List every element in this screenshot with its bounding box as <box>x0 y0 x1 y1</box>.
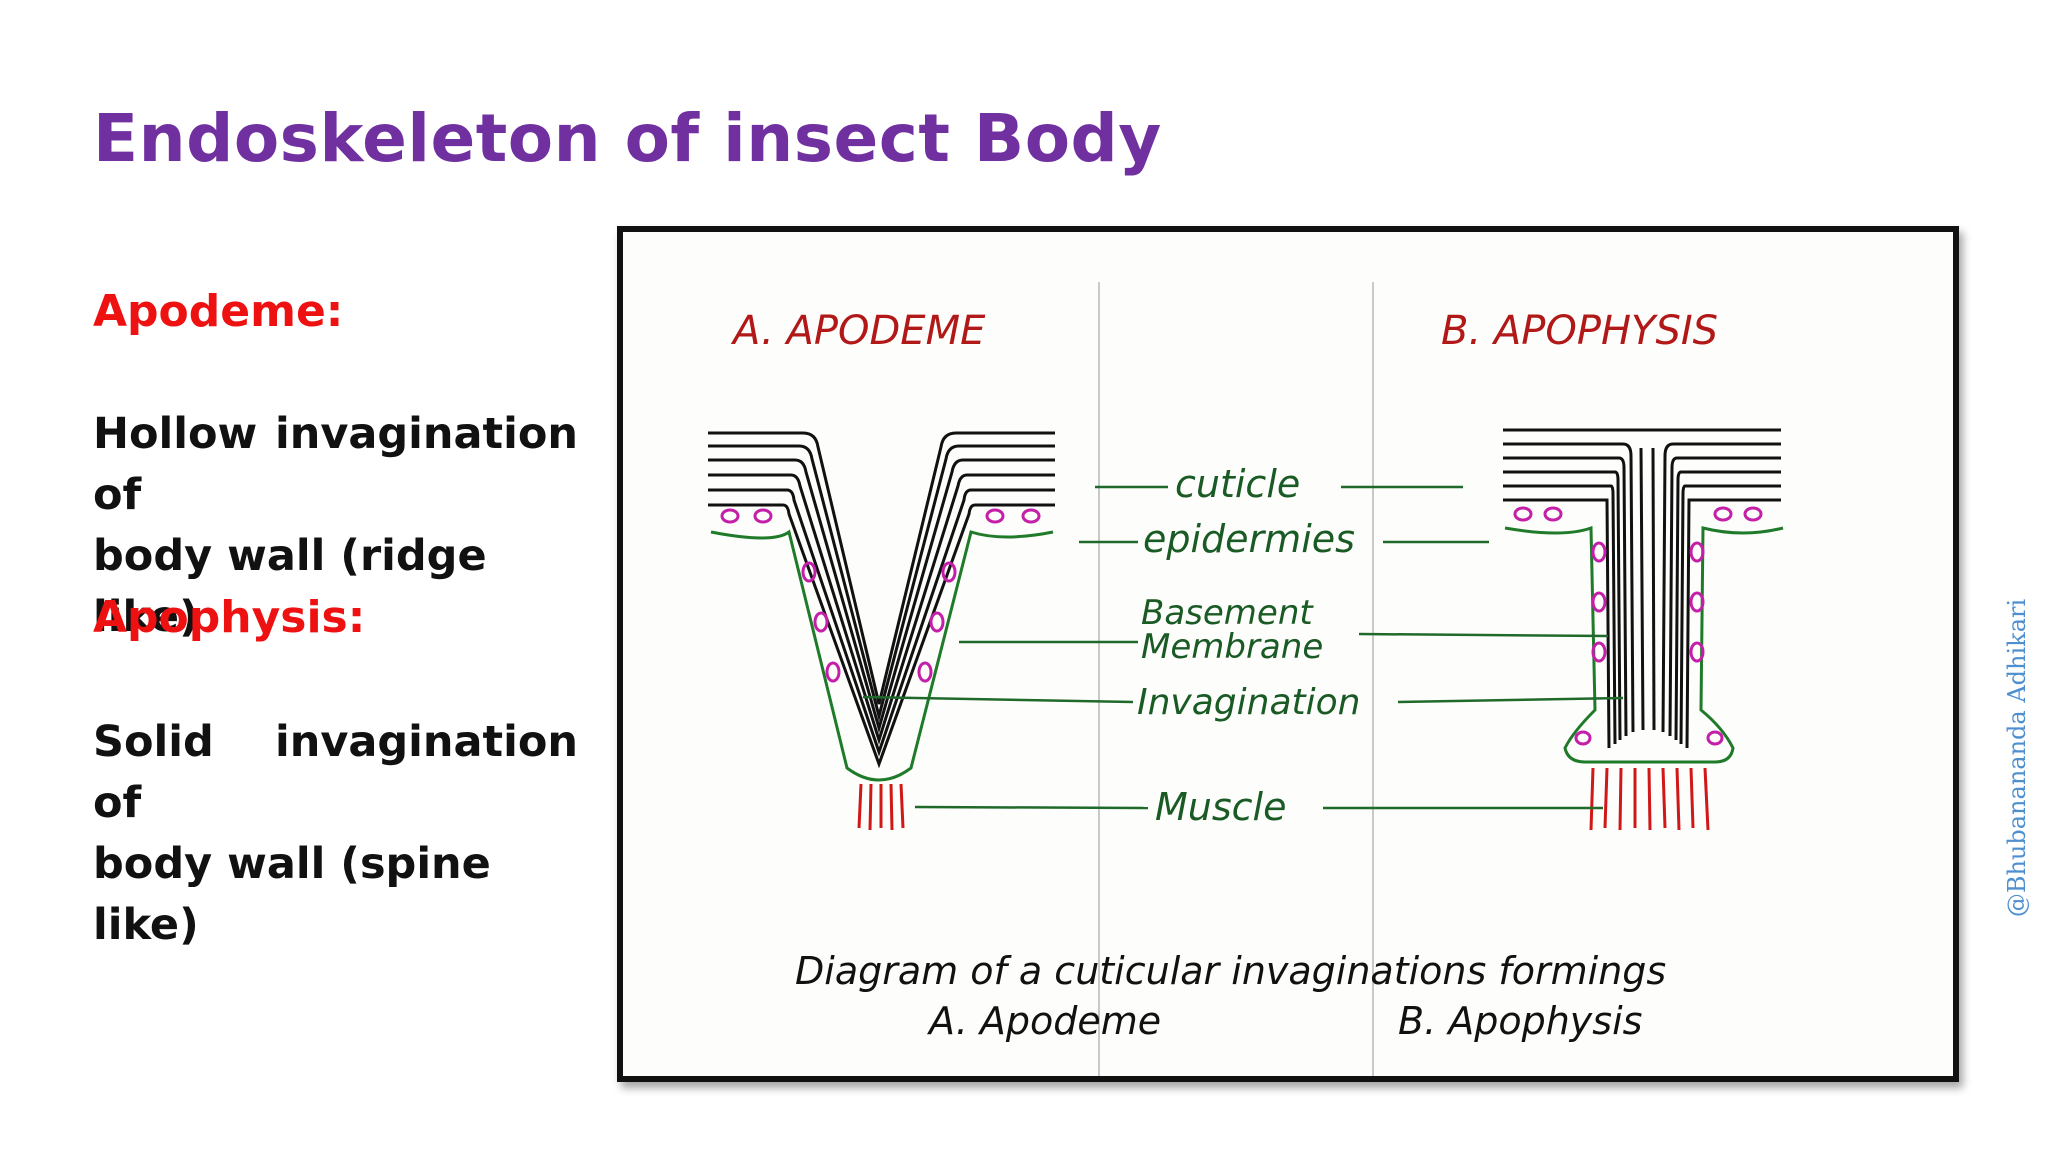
author-watermark: @Bhubanananda Adhikari <box>2003 598 2031 918</box>
apophysis-cuticle-layer-3 <box>1661 442 1781 733</box>
leader-invagination-left <box>862 695 1134 704</box>
apophysis-cell-nucleus <box>1543 506 1563 522</box>
apodeme-cuticle-layer-3 <box>708 458 1055 734</box>
leader-invagination-right <box>1397 696 1624 704</box>
apophysis-muscle-fiber <box>1675 767 1681 831</box>
apodeme-cell-nucleus <box>825 661 841 683</box>
label-basement: Basement <box>1141 593 1314 633</box>
apodeme-desc-line-1: Hollow invagination of <box>93 409 578 520</box>
apodeme-cell-nucleus <box>941 561 957 583</box>
apophysis-cell-nucleus <box>1513 506 1533 522</box>
apophysis-desc-line-2: body wall (spine like) <box>93 839 491 950</box>
apophysis-description: Solid invagination of body wall (spine l… <box>93 712 578 956</box>
apophysis-desc-line-1: Solid invagination of <box>93 717 578 828</box>
apophysis-term-text: Apophysis: <box>93 592 366 643</box>
apophysis-cell-nucleus <box>1689 641 1705 663</box>
apophysis-term: Apophysis: <box>93 592 578 643</box>
apodeme-basement-membrane <box>710 529 1054 782</box>
apophysis-muscle-fiber <box>1689 767 1695 829</box>
label-muscle: Muscle <box>1155 785 1287 829</box>
heading-apodeme: A. APODEME <box>730 308 986 354</box>
apodeme-cuticle-layer-1 <box>708 431 1055 705</box>
leader-basement-right <box>1358 632 1609 638</box>
apodeme-muscle-fiber <box>868 783 873 831</box>
apophysis-cell-nucleus <box>1591 591 1607 613</box>
diagram-svg: A. APODEME B. APOPHYSIS <box>708 282 1784 1076</box>
apophysis-cuticle-layer-10 <box>1503 498 1611 749</box>
apodeme-muscle-fiber <box>857 783 863 829</box>
apodeme-cell-nucleus <box>929 611 945 633</box>
apophysis-muscle-fiber <box>1703 767 1710 831</box>
apodeme-muscle-fiber <box>899 783 905 829</box>
apophysis-cuticle-layer-7 <box>1674 470 1781 741</box>
apophysis-cell-nucleus <box>1591 641 1607 663</box>
apophysis-cell-nucleus <box>1713 506 1733 522</box>
apophysis-cuticle-layer-11 <box>1685 498 1781 749</box>
apodeme-muscle-fiber <box>889 783 894 831</box>
apophysis-cell-nucleus <box>1743 506 1763 522</box>
apophysis-cuticle-layer-8 <box>1503 484 1617 745</box>
caption-apophysis: B. Apophysis <box>1398 999 1642 1043</box>
apophysis-cell-nucleus <box>1689 591 1705 613</box>
apodeme-cell-nucleus <box>813 611 829 633</box>
apophysis-cell-nucleus <box>1706 730 1724 746</box>
slide-title: Endoskeleton of insect Body <box>93 100 1162 177</box>
apodeme-cell-nucleus <box>985 508 1005 524</box>
apophysis-core-line <box>1651 447 1656 731</box>
diagram-figure: A. APODEME B. APOPHYSIS <box>617 226 1959 1082</box>
apodeme-epidermis-cells <box>720 508 1041 683</box>
apophysis-basement-membrane <box>1504 525 1784 764</box>
leader-lines <box>862 485 1624 810</box>
apophysis-muscle <box>1589 767 1710 831</box>
apophysis-drawing <box>1503 428 1781 749</box>
caption-apodeme: A. Apodeme <box>926 999 1161 1043</box>
caption-line-1: Diagram of a cuticular invaginations for… <box>795 949 1666 993</box>
apodeme-term: Apodeme: <box>93 286 578 337</box>
apophysis-cuticle-layer-4 <box>1503 456 1628 737</box>
apophysis-cell-nucleus <box>1591 541 1607 563</box>
apodeme-cuticle-layer-2 <box>708 444 1055 722</box>
apophysis-cuticle-layer-2 <box>1503 442 1635 733</box>
apodeme-cuticle-layer-6 <box>708 503 1055 769</box>
apodeme-cell-nucleus <box>801 561 817 583</box>
leader-muscle-left <box>914 805 1149 810</box>
apodeme-description: Hollow invagination of body wall (ridge … <box>93 404 578 648</box>
apophysis-core-line <box>1639 447 1645 731</box>
apodeme-cuticle-layer-4 <box>708 473 1055 746</box>
label-membrane: Membrane <box>1141 627 1323 667</box>
apophysis-muscle-fiber <box>1647 767 1652 831</box>
apophysis-cuticle-layer-6 <box>1503 470 1622 741</box>
apodeme-desc-line-2: body wall (ridge like) <box>93 531 487 642</box>
apodeme-muscle <box>857 783 905 831</box>
apophysis-muscle-fiber <box>1589 767 1595 831</box>
label-epidermis: epidermies <box>1143 517 1355 561</box>
apophysis-muscle-fiber <box>1603 767 1609 829</box>
apophysis-muscle-fiber <box>1661 767 1667 829</box>
apophysis-epidermis-cells <box>1513 506 1763 746</box>
apophysis-cell-nucleus <box>1574 730 1592 746</box>
label-invagination: Invagination <box>1137 682 1361 723</box>
apophysis-cuticle-layer-9 <box>1679 484 1781 745</box>
apodeme-cell-nucleus <box>917 661 933 683</box>
apophysis-cuticle-layer-5 <box>1668 456 1781 737</box>
heading-apophysis: B. APOPHYSIS <box>1441 308 1718 354</box>
label-cuticle: cuticle <box>1175 462 1300 506</box>
apodeme-cell-nucleus <box>720 508 740 524</box>
apodeme-cell-nucleus <box>1021 508 1041 524</box>
apodeme-drawing <box>708 431 1055 769</box>
apodeme-cell-nucleus <box>753 508 773 524</box>
apodeme-cuticle-layer-5 <box>708 488 1055 757</box>
apodeme-term-text: Apodeme: <box>93 286 344 337</box>
apophysis-cell-nucleus <box>1689 541 1705 563</box>
apophysis-muscle-fiber <box>1618 767 1623 831</box>
